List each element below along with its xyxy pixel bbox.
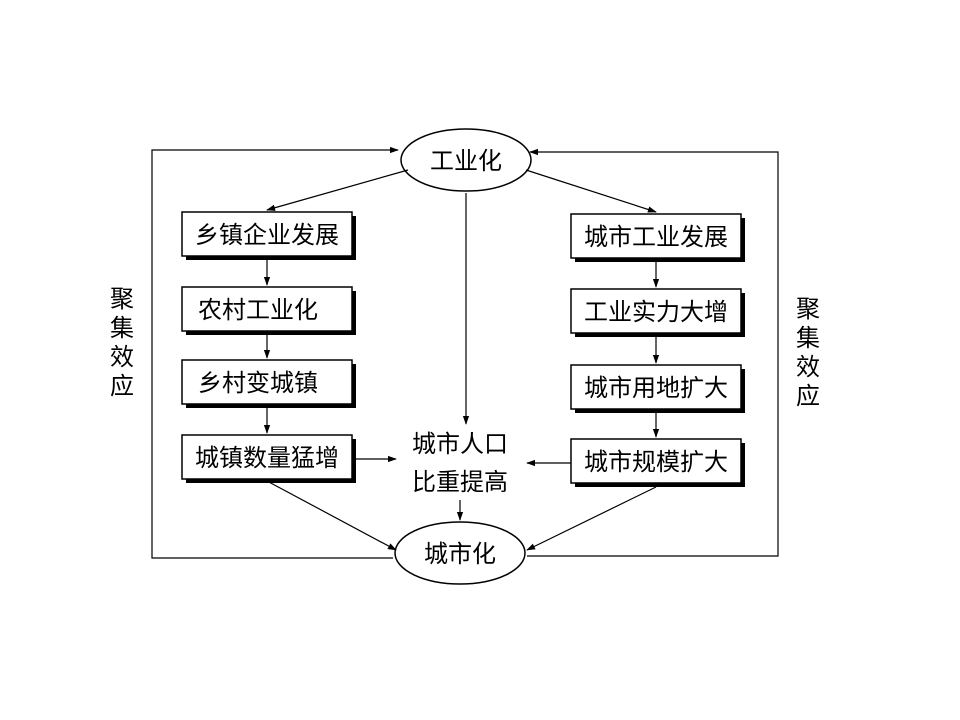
side-label-left-char-3: 效 [110,343,134,371]
right-box-3: 城市用地扩大 [570,364,745,413]
left-box-3-label: 乡村变城镇 [198,369,318,397]
right-box-3-label: 城市用地扩大 [584,374,728,402]
left-box-2: 农村工业化 [181,286,356,335]
node-urbanization-label: 城市化 [424,540,496,568]
right-box-4: 城市规模扩大 [570,438,745,487]
side-label-right-char-1: 聚 [796,295,820,323]
right-box-2-label: 工业实力大增 [584,298,728,326]
side-label-left-char-2: 集 [110,314,134,342]
left-box-1: 乡镇企业发展 [181,211,356,260]
arrow-right-4-to-bottom [526,486,657,551]
arrow-top-to-right-1 [525,169,657,213]
right-box-4-label: 城市规模扩大 [584,448,728,476]
right-box-1-label: 城市工业发展 [584,223,728,251]
center-label-line-1: 城市人口 [412,430,508,458]
node-industrialization: 工业化 [400,128,532,192]
side-label-right-char-4: 应 [796,382,820,410]
right-box-2: 工业实力大增 [570,288,745,337]
side-label-right-char-3: 效 [796,353,820,381]
left-box-2-label: 农村工业化 [198,296,318,324]
right-box-1: 城市工业发展 [570,213,745,262]
side-label-right: 聚 集 效 应 [796,295,820,410]
feedback-loop-right [527,148,779,557]
node-industrialization-label: 工业化 [430,147,502,175]
center-label-line-2: 比重提高 [412,468,508,496]
left-box-3: 乡村变城镇 [181,359,356,408]
feedback-loop-left [151,146,399,559]
arrow-top-to-left-1 [266,169,409,211]
left-box-4: 城镇数量猛增 [181,434,356,483]
side-label-left-char-1: 聚 [110,285,134,313]
side-label-left-char-4: 应 [110,372,134,400]
node-urbanization: 城市化 [394,521,526,585]
side-label-right-char-2: 集 [796,324,820,352]
side-label-left: 聚 集 效 应 [110,285,134,400]
arrow-left-4-to-bottom [266,480,397,551]
left-box-4-label: 城镇数量猛增 [195,444,339,472]
left-box-1-label: 乡镇企业发展 [195,221,339,249]
